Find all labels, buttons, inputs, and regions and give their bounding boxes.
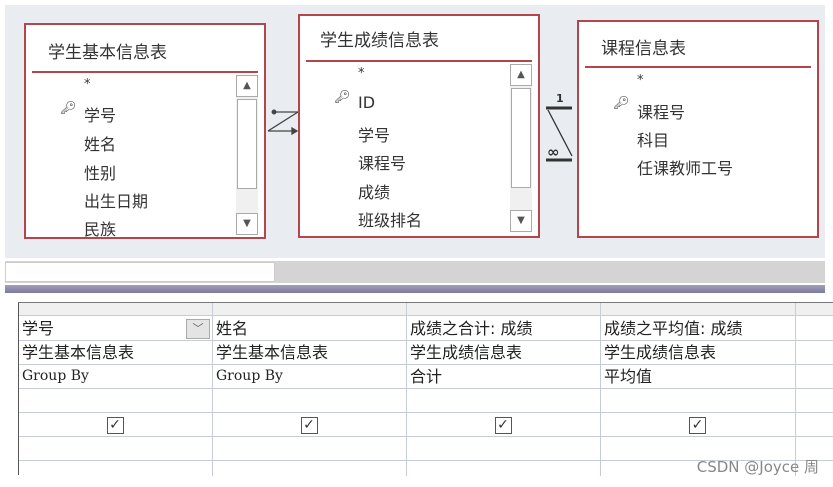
table-title: 学生基本信息表 <box>48 43 167 63</box>
field-all[interactable]: * <box>637 73 644 88</box>
show-cell: ✓ <box>19 413 212 437</box>
field-item[interactable]: 民族 <box>84 220 117 239</box>
show-checkbox[interactable]: ✓ <box>106 417 124 434</box>
scroll-thumb[interactable] <box>5 262 275 282</box>
sort-cell[interactable] <box>601 389 795 413</box>
column-selector[interactable] <box>213 303 406 316</box>
grid-column[interactable]: 成绩之合计: 成绩 学生成绩信息表 合计 ✓ <box>407 303 601 476</box>
show-cell: ✓ <box>407 413 600 437</box>
table-cell[interactable]: 学生成绩信息表 <box>601 341 795 365</box>
field-item[interactable]: 学号 <box>84 106 117 125</box>
field-cell[interactable]: 学号 ﹀ <box>19 317 212 341</box>
show-checkbox[interactable]: ✓ <box>689 417 706 434</box>
total-cell[interactable]: 合计 <box>407 365 600 389</box>
show-checkbox[interactable]: ✓ <box>494 417 512 434</box>
column-selector[interactable] <box>19 303 212 316</box>
one-side-label: 1 <box>556 92 564 105</box>
table-cell[interactable]: 学生成绩信息表 <box>407 341 600 365</box>
total-cell[interactable] <box>796 365 833 389</box>
total-cell[interactable]: 平均值 <box>601 365 795 389</box>
scroll-down-button[interactable]: ▼ <box>510 210 532 232</box>
grid-column[interactable]: 姓名 学生基本信息表 Group By ✓ <box>213 303 407 476</box>
field-item[interactable]: 课程号 <box>358 154 407 173</box>
table-title: 课程信息表 <box>601 39 686 59</box>
show-cell[interactable] <box>796 413 833 437</box>
title-divider <box>585 66 811 68</box>
sort-cell[interactable] <box>19 389 212 413</box>
column-selector[interactable] <box>407 303 600 316</box>
join-line-score-course[interactable] <box>546 106 573 162</box>
grid-column-empty[interactable] <box>796 303 833 476</box>
scroll-thumb[interactable] <box>511 88 531 188</box>
field-value: 学号 <box>22 319 55 338</box>
show-checkbox[interactable]: ✓ <box>300 417 318 434</box>
field-item[interactable]: 课程号 <box>637 103 686 122</box>
column-selector[interactable] <box>601 303 795 316</box>
sort-cell[interactable] <box>407 389 600 413</box>
field-item[interactable]: 班级排名 <box>358 211 423 230</box>
field-item[interactable]: 学号 <box>358 126 391 145</box>
query-design-grid: 学号 ﹀ 学生基本信息表 Group By ✓ 姓名 学生基本信息表 Group … <box>18 302 833 476</box>
field-item[interactable]: 出生日期 <box>84 192 149 211</box>
show-cell: ✓ <box>213 413 406 437</box>
field-item[interactable]: 性别 <box>84 164 117 183</box>
field-item[interactable]: 成绩 <box>358 183 391 202</box>
table-course-info[interactable]: 课程信息表 * 🔑︎ 课程号 科目 任课教师工号 <box>577 20 819 238</box>
scroll-up-button[interactable]: ▲ <box>236 75 258 97</box>
table-cell[interactable]: 学生基本信息表 <box>213 341 406 365</box>
grid-column[interactable]: 成绩之平均值: 成绩 学生成绩信息表 平均值 ✓ <box>601 303 796 476</box>
field-all[interactable]: * <box>358 66 365 81</box>
title-divider <box>32 71 258 73</box>
column-selector[interactable] <box>796 303 833 316</box>
criteria-cell[interactable] <box>19 437 212 461</box>
sort-cell[interactable] <box>796 389 833 413</box>
table-cell[interactable] <box>796 341 833 365</box>
scroll-thumb[interactable] <box>237 99 257 189</box>
sort-cell[interactable] <box>213 389 406 413</box>
field-cell[interactable] <box>796 317 833 341</box>
field-cell[interactable]: 成绩之合计: 成绩 <box>407 317 600 341</box>
criteria-cell[interactable] <box>796 437 833 461</box>
field-all[interactable]: * <box>84 77 91 92</box>
field-item[interactable]: 姓名 <box>84 135 117 154</box>
watermark: CSDN @Joyce 周 <box>696 458 819 476</box>
field-item[interactable]: 科目 <box>637 131 670 150</box>
total-cell[interactable]: Group By <box>213 365 406 389</box>
table-student-basic-info[interactable]: 学生基本信息表 * 🔑︎ 学号 姓名 性别 出生日期 民族 ▲ ▼ <box>24 23 266 239</box>
show-cell: ✓ <box>601 413 795 437</box>
title-divider <box>306 60 532 62</box>
table-cell[interactable]: 学生基本信息表 <box>19 341 212 365</box>
criteria-cell[interactable] <box>407 437 600 461</box>
primary-key-icon: 🔑︎ <box>613 96 630 111</box>
horizontal-scrollbar[interactable] <box>5 261 825 283</box>
criteria-cell[interactable] <box>601 437 795 461</box>
dropdown-arrow-icon[interactable]: ﹀ <box>186 319 210 339</box>
primary-key-icon: 🔑︎ <box>60 101 77 116</box>
field-item[interactable]: 任课教师工号 <box>637 159 734 178</box>
field-cell[interactable]: 姓名 <box>213 317 406 341</box>
table-student-score-info[interactable]: 学生成绩信息表 * 🔑︎ ID 学号 课程号 成绩 班级排名 ▲ ▼ <box>298 14 540 238</box>
scroll-up-button[interactable]: ▲ <box>510 64 532 86</box>
vertical-scrollbar[interactable]: ▲ ▼ <box>236 75 258 235</box>
many-side-label: ∞ <box>547 143 560 161</box>
relationship-lines: 1 ∞ <box>267 92 573 162</box>
join-line-student-score[interactable] <box>267 109 299 136</box>
scroll-down-button[interactable]: ▼ <box>236 213 258 235</box>
table-title: 学生成绩信息表 <box>320 31 439 51</box>
vertical-scrollbar[interactable]: ▲ ▼ <box>510 64 532 232</box>
primary-key-icon: 🔑︎ <box>334 90 351 105</box>
criteria-cell[interactable] <box>213 437 406 461</box>
field-item[interactable]: ID <box>358 93 376 112</box>
grid-column[interactable]: 学号 ﹀ 学生基本信息表 Group By ✓ <box>19 303 213 476</box>
pane-splitter[interactable] <box>5 285 825 293</box>
total-cell[interactable]: Group By <box>19 365 212 389</box>
field-cell[interactable]: 成绩之平均值: 成绩 <box>601 317 795 341</box>
